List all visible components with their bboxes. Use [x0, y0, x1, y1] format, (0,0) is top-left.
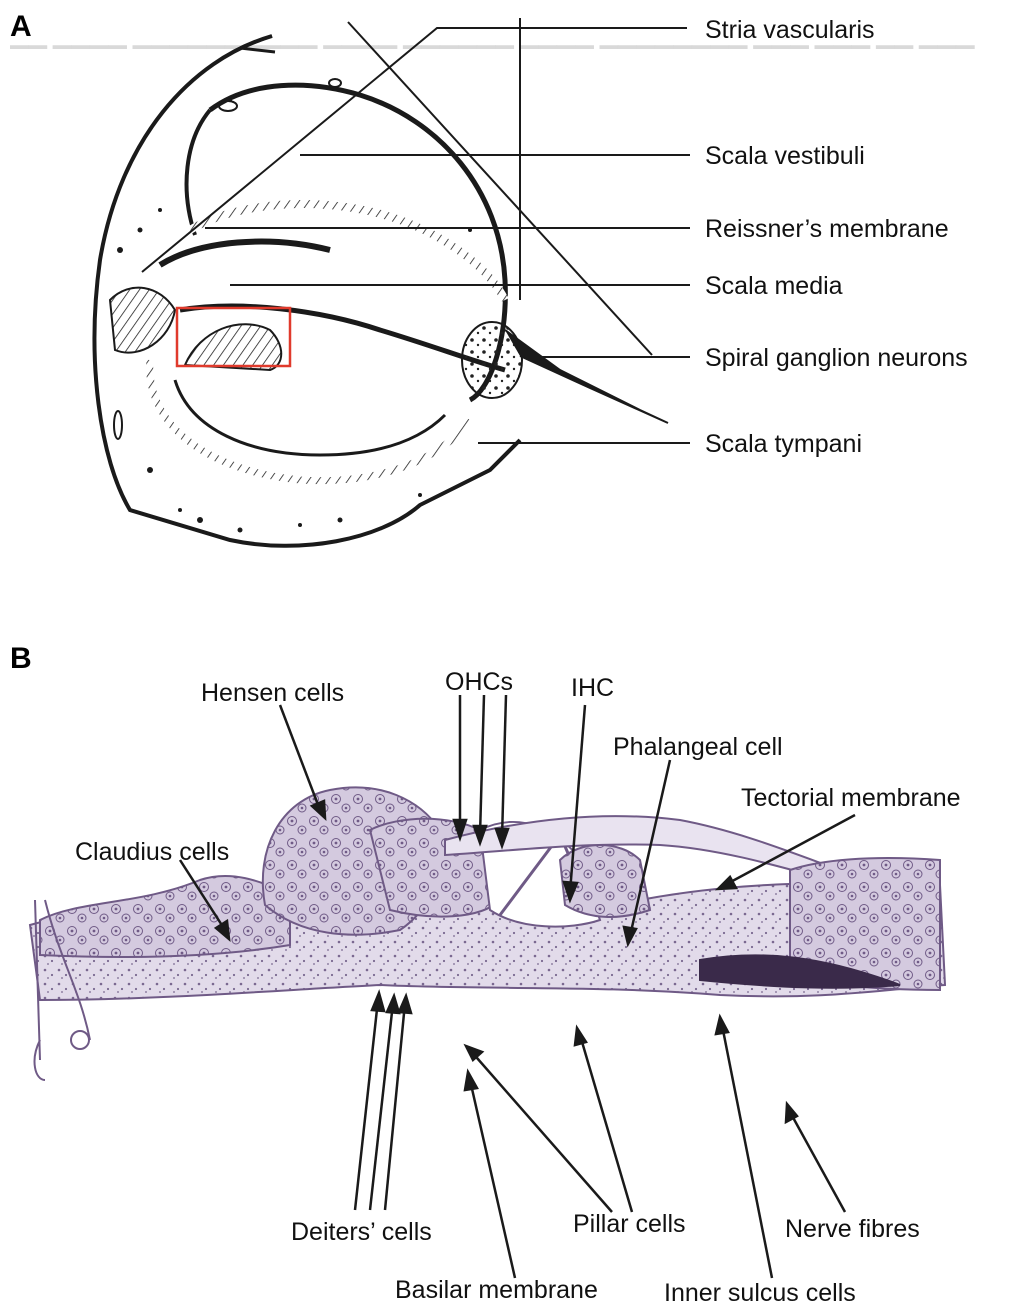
label-reissners-membrane: Reissner’s membrane [705, 215, 949, 243]
label-stria-vascularis: Stria vascularis [705, 16, 875, 44]
label-scala-media: Scala media [705, 272, 843, 300]
organ-of-corti-drawing [30, 787, 945, 1080]
label-nerve-fibres: Nerve fibres [785, 1215, 920, 1243]
label-pillar-cells: Pillar cells [573, 1210, 686, 1238]
panel-a-letter: A [10, 10, 32, 43]
label-spiral-ganglion-neurons: Spiral ganglion neurons [705, 344, 968, 372]
label-deiters-cells: Deiters’ cells [291, 1218, 432, 1246]
label-inner-sulcus-cells: Inner sulcus cells [664, 1279, 856, 1306]
label-phalangeal-cell: Phalangeal cell [613, 733, 783, 761]
label-basilar-membrane: Basilar membrane [395, 1276, 598, 1304]
label-claudius-cells: Claudius cells [75, 838, 229, 866]
cochlea-cross-section-drawing [95, 36, 668, 546]
label-ohcs: OHCs [445, 668, 513, 696]
label-hensen-cells: Hensen cells [201, 679, 344, 707]
panel-b-letter: B [10, 642, 32, 675]
label-scala-tympani: Scala tympani [705, 430, 862, 458]
label-scala-vestibuli: Scala vestibuli [705, 142, 865, 170]
label-tectorial-membrane: Tectorial membrane [741, 784, 961, 812]
label-ihc: IHC [571, 674, 614, 702]
